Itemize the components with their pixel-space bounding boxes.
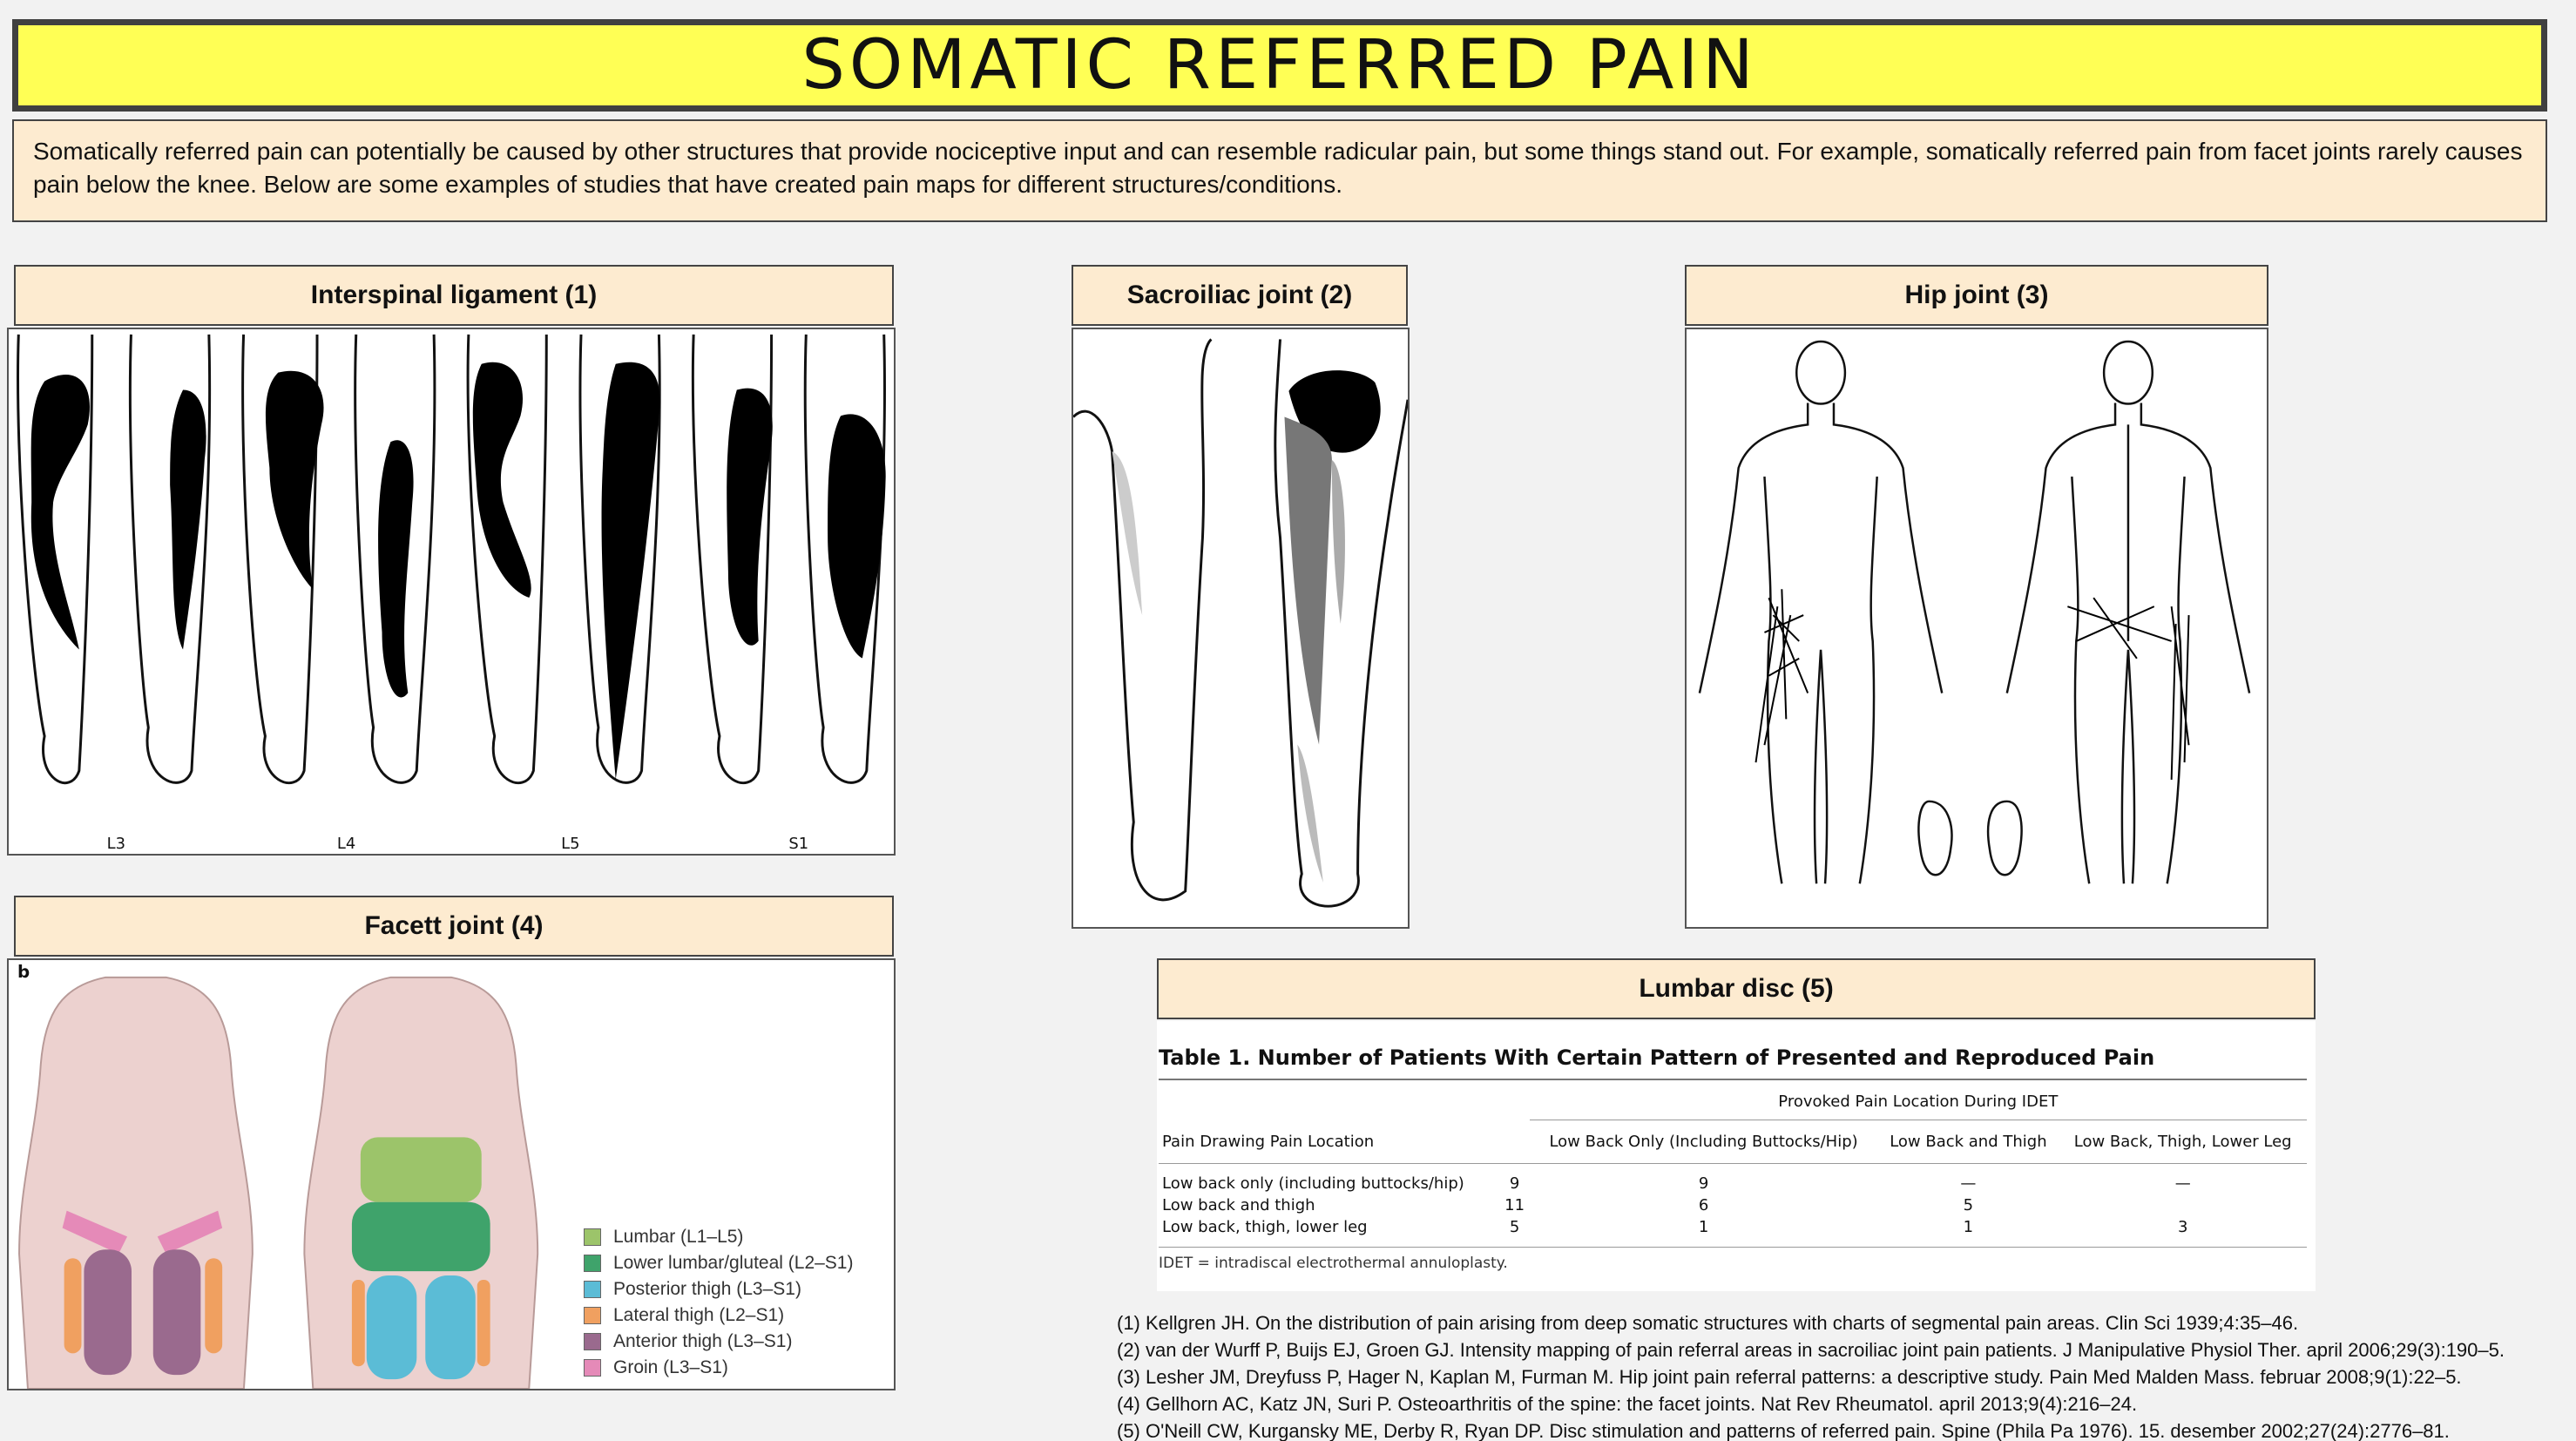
legend-item: Lumbar (L1–L5): [584, 1224, 853, 1250]
table-col-header: Low Back Only (Including Buttocks/Hip): [1549, 1132, 1858, 1151]
table-cell: Low back, thigh, lower leg: [1162, 1217, 1368, 1236]
table-cell: 9: [1698, 1174, 1709, 1193]
table-cell: Low back only (including buttocks/hip): [1162, 1174, 1464, 1193]
reference-item: (4) Gellhorn AC, Katz JN, Suri P. Osteoa…: [1117, 1393, 2138, 1415]
table-cell: Low back and thigh: [1162, 1195, 1315, 1214]
table-cell: 1: [1698, 1217, 1709, 1236]
table-cell: 6: [1698, 1195, 1709, 1214]
legend-label: Groin (L3–S1): [613, 1357, 728, 1377]
legend-label: Anterior thigh (L3–S1): [613, 1331, 793, 1351]
table-row: Low back only (including buttocks/hip) 9…: [1159, 1163, 2307, 1194]
facet-panel-letter: b: [17, 962, 30, 982]
label-hip-joint: Hip joint (3): [1685, 265, 2268, 326]
table-title: Table 1. Number of Patients With Certain…: [1159, 1045, 2155, 1070]
legend-swatch: [584, 1228, 601, 1246]
table-cell: 3: [2177, 1217, 2188, 1236]
table-group-header: Provoked Pain Location During IDET: [1529, 1079, 2307, 1120]
lumbar-disc-table: Provoked Pain Location During IDET Pain …: [1159, 1079, 2307, 1238]
facet-body-figure: b: [17, 962, 539, 1389]
legend-item: Anterior thigh (L3–S1): [584, 1329, 853, 1355]
legend-label: Posterior thigh (L3–S1): [613, 1279, 801, 1299]
table-col-header: Low Back and Thigh: [1890, 1132, 2047, 1151]
table-cell: 5: [1509, 1217, 1520, 1236]
legend-swatch: [584, 1281, 601, 1298]
hip-pain-map: [1685, 328, 2268, 929]
table-cell: 9: [1509, 1174, 1520, 1193]
table-cell: [2059, 1194, 2307, 1216]
level-label-l5: L5: [561, 835, 579, 853]
page-title: SOMATIC REFERRED PAIN: [801, 26, 1758, 105]
label-facett-joint: Facett joint (4): [14, 896, 894, 957]
table-row: Low back and thigh 11 6 5: [1159, 1194, 2307, 1216]
legend-item: Posterior thigh (L3–S1): [584, 1276, 853, 1302]
table-row-header: Pain Drawing Pain Location: [1162, 1132, 1375, 1151]
level-label-l4: L4: [337, 835, 355, 853]
legend-swatch: [584, 1359, 601, 1377]
legend-item: Lower lumbar/gluteal (L2–S1): [584, 1250, 853, 1276]
reference-item: (2) van der Wurff P, Buijs EJ, Groen GJ.…: [1117, 1339, 2505, 1361]
level-label-l3: L3: [107, 835, 125, 853]
intro-text: Somatically referred pain can potentiall…: [12, 119, 2547, 222]
legend-item: Groin (L3–S1): [584, 1355, 853, 1381]
lumbar-disc-table-panel: Table 1. Number of Patients With Certain…: [1157, 1021, 2316, 1291]
label-sacroiliac-joint: Sacroiliac joint (2): [1072, 265, 1408, 326]
level-label-s1: S1: [788, 835, 808, 853]
reference-item: (5) O'Neill CW, Kurgansky ME, Derby R, R…: [1117, 1420, 2450, 1441]
sacroiliac-legs-figure: [1073, 338, 1408, 908]
sacroiliac-pain-map: [1072, 328, 1410, 929]
reference-item: (3) Lesher JM, Dreyfuss P, Hager N, Kapl…: [1117, 1366, 2462, 1388]
label-lumbar-disc: Lumbar disc (5): [1157, 958, 2316, 1019]
table-row: Low back, thigh, lower leg 5 1 1 3: [1159, 1216, 2307, 1238]
legend-item: Lateral thigh (L2–S1): [584, 1302, 853, 1329]
legend-swatch: [584, 1307, 601, 1324]
title-banner: SOMATIC REFERRED PAIN: [12, 19, 2547, 112]
interspinal-pain-map: L3 L4 L5 S1: [7, 328, 896, 856]
interspinal-legs-figure: L3 L4 L5 S1: [17, 334, 886, 853]
table-cell: 11: [1504, 1195, 1525, 1214]
reference-item: (1) Kellgren JH. On the distribution of …: [1117, 1312, 2299, 1334]
hip-body-figure: [1698, 340, 2251, 884]
table-note: IDET = intradiscal electrothermal annulo…: [1159, 1246, 2307, 1272]
facet-pain-map: b: [7, 958, 896, 1390]
facet-legend: Lumbar (L1–L5) Lower lumbar/gluteal (L2–…: [584, 1224, 853, 1381]
table-col-header: Low Back, Thigh, Lower Leg: [2073, 1132, 2292, 1151]
legend-label: Lower lumbar/gluteal (L2–S1): [613, 1253, 854, 1273]
label-interspinal-ligament: Interspinal ligament (1): [14, 265, 894, 326]
legend-swatch: [584, 1333, 601, 1350]
legend-label: Lumbar (L1–L5): [613, 1227, 744, 1247]
table-cell: 5: [1963, 1195, 1974, 1214]
references: (1) Kellgren JH. On the distribution of …: [1117, 1309, 2563, 1441]
table-cell: —: [2174, 1174, 2191, 1193]
legend-swatch: [584, 1255, 601, 1272]
legend-label: Lateral thigh (L2–S1): [613, 1305, 785, 1325]
table-cell: 1: [1963, 1217, 1974, 1236]
table-cell: —: [1960, 1174, 1977, 1193]
